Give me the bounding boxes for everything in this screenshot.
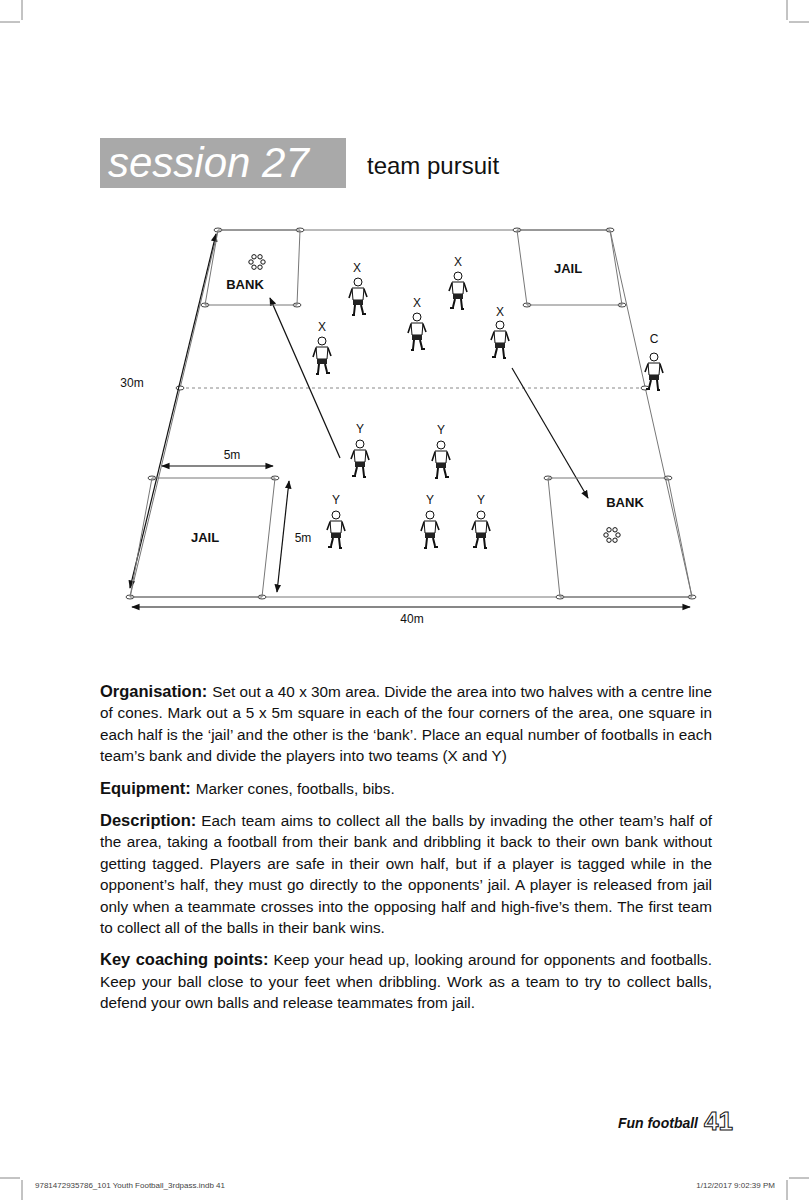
player-letter: X [454, 255, 462, 269]
session-title: session 27 [100, 138, 346, 188]
player-figure [351, 440, 369, 477]
session-band: session 27 [100, 138, 346, 188]
player-figure [491, 321, 509, 358]
player-letter: Y [356, 422, 364, 436]
player-figure [327, 511, 345, 548]
square-outline [205, 230, 300, 305]
player-letter: Y [426, 493, 434, 507]
corner-square: JAIL [130, 478, 275, 597]
football [607, 538, 611, 542]
player-figure [313, 337, 331, 374]
player-letter: Y [437, 423, 445, 437]
section-text: Each team aims to collect all the balls … [100, 812, 712, 936]
section-heading: Organisation: [100, 682, 207, 700]
area-label: BANK [606, 495, 644, 510]
player-figure [421, 511, 439, 548]
football [258, 265, 262, 269]
print-slug: 1/12/2017 9:02:39 PM [696, 1181, 775, 1190]
player-figure [449, 272, 467, 309]
football [604, 533, 608, 537]
player-letter: Y [477, 493, 485, 507]
player-letter: Y [332, 493, 340, 507]
player-figure [408, 313, 426, 350]
player-figure [645, 353, 663, 390]
session-name: team pursuit [367, 152, 499, 180]
marker-cone [176, 386, 184, 390]
section-heading: Key coaching points: [100, 950, 268, 968]
dimension: 5m [295, 531, 312, 545]
football [616, 533, 620, 537]
corner-square: JAIL [517, 230, 622, 305]
paragraph: Key coaching points:Keep your head up, l… [100, 949, 712, 1013]
dimension: 5m [224, 448, 241, 462]
football [249, 260, 253, 264]
player-letter: X [353, 261, 361, 275]
section-heading: Equipment: [100, 779, 191, 797]
instructions: Organisation:Set out a 40 x 30m area. Di… [100, 681, 712, 1025]
corner-square: BANK [548, 478, 692, 597]
player-letter: X [318, 320, 326, 334]
player-letter: C [650, 332, 659, 346]
player-letter: X [413, 296, 421, 310]
football [252, 265, 256, 269]
football [613, 538, 617, 542]
area-label: BANK [226, 277, 264, 292]
print-slug: 9781472935786_101 Youth Football_3rdpass… [35, 1181, 225, 1190]
paragraph: Description:Each team aims to collect al… [100, 810, 712, 938]
player-figure [472, 511, 490, 548]
player-letter: X [496, 305, 504, 319]
football [258, 255, 262, 259]
player-figure [432, 441, 450, 478]
paragraph: Organisation:Set out a 40 x 30m area. Di… [100, 681, 712, 767]
corner-square: BANK [205, 230, 300, 305]
football [607, 528, 611, 532]
area-label: JAIL [554, 261, 582, 276]
dimension: 30m [120, 376, 143, 390]
player-figure [349, 278, 367, 315]
section-heading: Description: [100, 811, 196, 829]
book-section: Fun football [618, 1115, 698, 1131]
football [252, 255, 256, 259]
area-label: JAIL [191, 530, 219, 545]
page-number: 41 [704, 1106, 733, 1137]
dimension: 40m [400, 612, 423, 626]
football [613, 528, 617, 532]
section-text: Marker cones, footballs, bibs. [196, 780, 395, 797]
paragraph: Equipment: Marker cones, footballs, bibs. [100, 778, 712, 799]
football [261, 260, 265, 264]
